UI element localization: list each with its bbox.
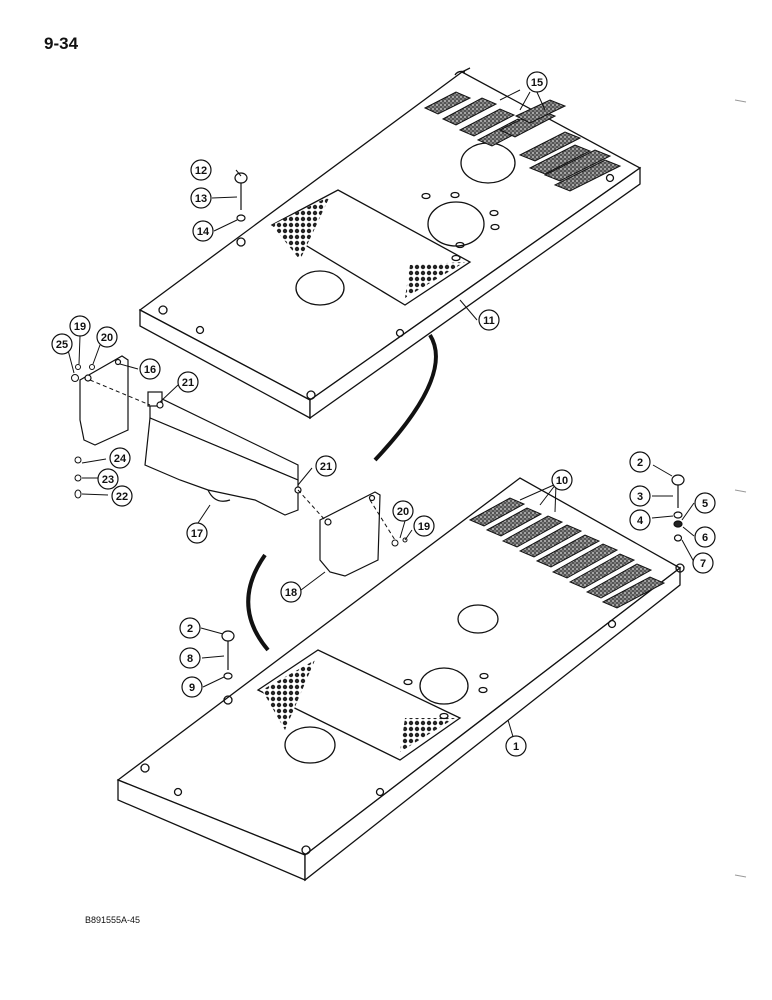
svg-text:16: 16 — [144, 364, 156, 376]
svg-text:4: 4 — [637, 515, 644, 527]
svg-text:24: 24 — [114, 453, 127, 465]
bolt-lower-left — [221, 630, 235, 680]
bracket-18 — [319, 491, 381, 577]
callout-21: 21 — [177, 371, 199, 393]
callout-20: 20 — [392, 500, 414, 522]
callout-6: 6 — [694, 526, 716, 548]
callout-4: 4 — [629, 509, 651, 531]
callout-13: 13 — [190, 187, 212, 209]
callout-19: 19 — [413, 515, 435, 537]
callout-23: 23 — [97, 468, 119, 490]
callout-16: 16 — [139, 358, 161, 380]
callout-10: 10 — [551, 469, 573, 491]
svg-text:2: 2 — [637, 457, 643, 469]
svg-text:7: 7 — [700, 558, 706, 570]
svg-text:11: 11 — [483, 315, 495, 327]
callout-7: 7 — [692, 552, 714, 574]
callout-17: 17 — [186, 522, 208, 544]
svg-text:2: 2 — [187, 623, 193, 635]
bolt-upper — [234, 172, 248, 222]
svg-text:19: 19 — [74, 321, 86, 333]
callout-12: 12 — [190, 159, 212, 181]
callout-22: 22 — [111, 485, 133, 507]
callout-9: 9 — [181, 676, 203, 698]
callout-3: 3 — [629, 485, 651, 507]
callout-18: 18 — [280, 581, 302, 603]
callout-21: 21 — [315, 455, 337, 477]
callout-19: 19 — [69, 315, 91, 337]
svg-text:20: 20 — [397, 506, 409, 518]
svg-text:19: 19 — [418, 521, 430, 533]
svg-text:6: 6 — [702, 532, 708, 544]
edge-marks — [734, 99, 747, 878]
figure-code: B891555A-45 — [85, 915, 141, 925]
callout-20: 20 — [96, 326, 118, 348]
callout-11: 11 — [478, 309, 500, 331]
bracket-16 — [79, 355, 129, 446]
lower-floor-plate — [116, 477, 685, 882]
svg-text:22: 22 — [116, 491, 128, 503]
svg-text:15: 15 — [531, 77, 543, 89]
svg-text:25: 25 — [56, 339, 68, 351]
channel-17 — [144, 391, 302, 516]
svg-text:18: 18 — [285, 587, 297, 599]
callout-5: 5 — [694, 492, 716, 514]
upper-floor-plate — [138, 67, 642, 420]
callout-25: 25 — [51, 333, 73, 355]
svg-text:23: 23 — [102, 474, 114, 486]
callouts: 1 2 2 3 4 5 6 7 8 9 10 11 12 13 14 15 16… — [51, 71, 716, 757]
svg-text:20: 20 — [101, 332, 113, 344]
bolt-lower-right — [671, 474, 685, 542]
callout-8: 8 — [179, 647, 201, 669]
callout-2: 2 — [179, 617, 201, 639]
bracket-hardware — [71, 364, 408, 547]
lower-grille-slots — [468, 497, 666, 609]
svg-text:9: 9 — [189, 682, 195, 694]
svg-text:14: 14 — [197, 226, 210, 238]
svg-text:21: 21 — [320, 461, 332, 473]
svg-text:17: 17 — [191, 528, 203, 540]
upper-grille-slots — [423, 91, 622, 192]
callout-15: 15 — [526, 71, 548, 93]
svg-text:8: 8 — [187, 653, 193, 665]
svg-text:3: 3 — [637, 491, 643, 503]
leader-lines — [67, 89, 695, 741]
svg-text:10: 10 — [556, 475, 568, 487]
callout-14: 14 — [192, 220, 214, 242]
callout-24: 24 — [109, 447, 131, 469]
callout-2: 2 — [629, 451, 651, 473]
page-number: 9-34 — [44, 34, 79, 53]
svg-text:13: 13 — [195, 193, 207, 205]
assembly-curves — [246, 333, 438, 652]
svg-text:5: 5 — [702, 498, 708, 510]
callout-1: 1 — [505, 735, 527, 757]
svg-text:1: 1 — [513, 741, 519, 753]
svg-text:12: 12 — [195, 165, 207, 177]
svg-text:21: 21 — [182, 377, 194, 389]
